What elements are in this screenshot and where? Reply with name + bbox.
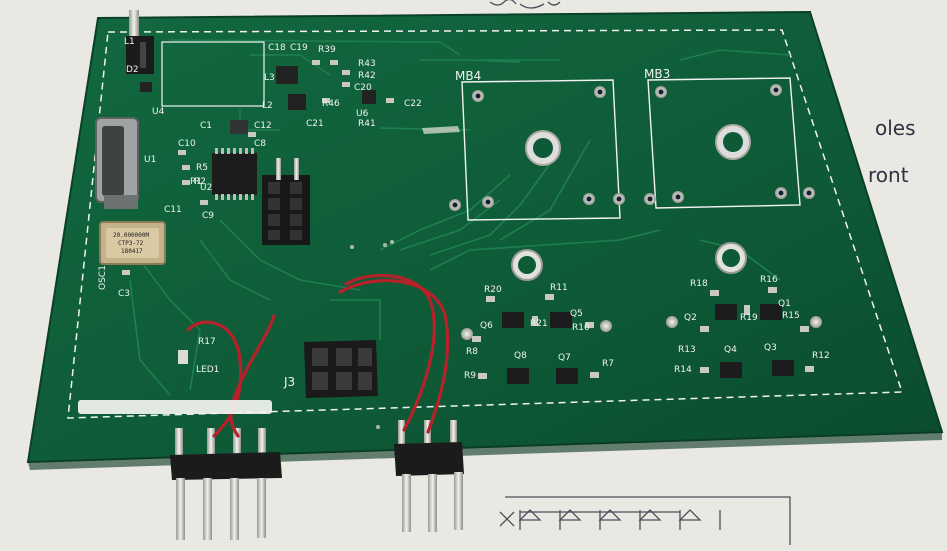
label-q6: Q6	[480, 321, 493, 331]
led-component	[178, 350, 188, 364]
mounting-holes	[511, 242, 747, 281]
transistor-bank	[461, 287, 822, 384]
label-c22: C22	[404, 99, 422, 109]
label-mb3: MB3	[644, 67, 670, 81]
crystal-oscillator: 20.000000M CTP3-72 180417	[99, 221, 166, 265]
label-r41: R41	[358, 119, 376, 129]
label-l3: L3	[264, 73, 275, 83]
label-r43: R43	[358, 59, 376, 69]
female-header-2x4	[262, 158, 310, 245]
label-r1: R1	[190, 177, 202, 187]
u2-chip	[212, 148, 257, 200]
label-r16: R16	[760, 275, 778, 285]
crystal-text-2: CTP3-72	[118, 240, 144, 247]
j3-header	[304, 340, 378, 398]
label-q5: Q5	[570, 309, 583, 319]
crystal-text-1: 20.000000M	[113, 232, 150, 239]
label-r2: R2	[194, 177, 206, 187]
mb4-footprint	[449, 79, 625, 221]
label-u1: U1	[144, 155, 156, 165]
label-c9: C9	[202, 211, 214, 221]
smd-cluster-top	[122, 60, 394, 275]
obscured-label-strip	[78, 400, 272, 414]
label-q7: Q7	[558, 353, 571, 363]
label-mb4: MB4	[455, 69, 481, 83]
label-r46: R46	[322, 99, 340, 109]
label-q4: Q4	[724, 345, 737, 355]
label-led1: LED1	[196, 365, 219, 375]
label-c18: C18	[268, 43, 286, 53]
crystal-text-3: 180417	[121, 248, 143, 255]
header-3pin-bottom-middle	[394, 420, 464, 532]
paper-note-line-1: oles	[875, 116, 916, 140]
label-r5: R5	[196, 163, 208, 173]
label-r19: R19	[740, 313, 758, 323]
copper-traces	[129, 39, 791, 396]
header-4pin-bottom-left	[170, 428, 282, 540]
label-osc1: OSC1	[98, 265, 108, 290]
label-r11: R11	[550, 283, 568, 293]
label-d2: D2	[126, 65, 139, 75]
label-r13: R13	[678, 345, 696, 355]
silkscreen-labels: MB4 MB3 J3 OSC1 LED1 U1 U2 U4 U6 D2 L1 L…	[98, 37, 830, 389]
label-r8: R8	[466, 347, 478, 357]
label-u4: U4	[152, 107, 165, 117]
label-c21: C21	[306, 119, 324, 129]
label-c1: C1	[200, 121, 212, 131]
usb-connector	[95, 117, 139, 209]
label-r18: R18	[690, 279, 708, 289]
board-outline	[67, 29, 904, 419]
label-c11: C11	[164, 205, 182, 215]
label-l2: L2	[262, 101, 273, 111]
paper-note-line-2: ront	[868, 163, 909, 187]
label-u2: U2	[200, 183, 212, 193]
label-r15: R15	[782, 311, 800, 321]
label-q2: Q2	[684, 313, 697, 323]
label-j3: J3	[283, 375, 295, 389]
top-pin-header	[126, 10, 154, 74]
label-c20: C20	[354, 83, 372, 93]
label-q3: Q3	[764, 343, 777, 353]
paper-handwriting	[489, 0, 791, 545]
label-c3: C3	[118, 289, 130, 299]
label-r7: R7	[602, 359, 614, 369]
label-r42: R42	[358, 71, 376, 81]
label-r9: R9	[464, 371, 476, 381]
label-c10: C10	[178, 139, 196, 149]
label-r12: R12	[812, 351, 830, 361]
mb3-footprint	[644, 77, 815, 209]
red-wires	[186, 273, 450, 438]
flux-residue	[350, 126, 460, 429]
label-c19: C19	[290, 43, 308, 53]
label-r14: R14	[674, 365, 692, 375]
power-module-outline	[161, 41, 265, 107]
label-q8: Q8	[514, 351, 527, 361]
label-u6: U6	[356, 109, 369, 119]
label-l1: L1	[124, 37, 135, 47]
label-q1: Q1	[778, 299, 791, 309]
label-r17: R17	[198, 337, 216, 347]
label-r39: R39	[318, 45, 336, 55]
label-c12: C12	[254, 121, 272, 131]
label-c8: C8	[254, 139, 266, 149]
label-r10: R10	[572, 323, 590, 333]
label-r21: R21	[530, 319, 548, 329]
label-r20: R20	[484, 285, 502, 295]
